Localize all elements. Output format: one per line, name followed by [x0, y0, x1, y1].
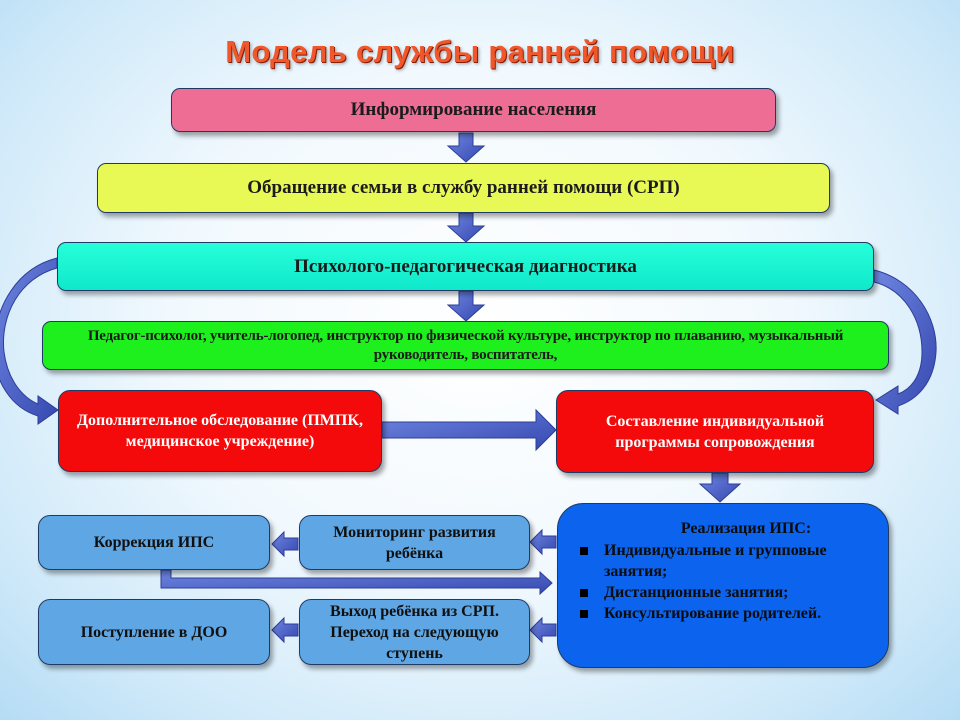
box-doo: Поступление в ДОО	[38, 599, 270, 665]
box-informing: Информирование населения	[171, 88, 776, 132]
arrow-right-red	[381, 408, 557, 452]
arrow-elbow-correction	[160, 569, 553, 596]
box-additional-exam-label: Дополнительное обследование (ПМПК, медиц…	[77, 412, 363, 450]
arrow-curved-left	[0, 257, 59, 425]
box-individual-program-label: Составление индивидуальной программы соп…	[605, 412, 825, 451]
box-specialists: Педагог-психолог, учитель-логопед, инстр…	[42, 321, 889, 370]
ips-list: Индивидуальные и групповые занятия; Дист…	[576, 540, 876, 624]
arrow-down-3	[446, 290, 486, 322]
arrow-down-1	[446, 132, 486, 163]
box-individual-program: Составление индивидуальной программы соп…	[556, 390, 874, 473]
box-correction: Коррекция ИПС	[38, 515, 270, 570]
ips-item: Консультирование родителей.	[576, 603, 876, 624]
box-doo-label: Поступление в ДОО	[80, 623, 228, 641]
box-exit: Выход ребёнка из СРП. Переход на следующ…	[299, 599, 530, 665]
arrow-down-2	[446, 212, 486, 243]
arrow-left-correction	[271, 530, 299, 558]
box-monitoring-label: Мониторинг развития ребёнка	[333, 523, 496, 562]
ips-title: Реализация ИПС:	[680, 520, 812, 537]
box-correction-label: Коррекция ИПС	[93, 534, 215, 551]
box-appeal: Обращение семьи в службу ранней помощи (…	[97, 163, 830, 213]
arrow-left-doo	[271, 616, 299, 644]
ips-item: Дистанционные занятия;	[576, 582, 876, 603]
arrow-down-4	[698, 472, 742, 503]
arrow-curved-right	[873, 269, 937, 415]
box-additional-exam: Дополнительное обследование (ПМПК, медиц…	[58, 390, 382, 472]
box-diagnostics-label: Психолого-педагогическая диагностика	[294, 255, 637, 277]
arrow-left-monitoring	[529, 528, 557, 556]
box-exit-label: Выход ребёнка из СРП. Переход на следующ…	[330, 602, 499, 662]
box-diagnostics: Психолого-педагогическая диагностика	[57, 242, 874, 291]
diagram-title: Модель службы ранней помощи	[225, 34, 735, 69]
box-appeal-label: Обращение семьи в службу ранней помощи (…	[247, 177, 680, 198]
box-informing-label: Информирование населения	[350, 99, 597, 120]
box-monitoring: Мониторинг развития ребёнка	[299, 515, 530, 570]
arrow-left-exit	[529, 616, 557, 644]
box-ips-realization: Реализация ИПС: Индивидуальные и группов…	[557, 503, 889, 668]
ips-item: Индивидуальные и групповые занятия;	[576, 540, 876, 582]
box-specialists-label: Педагог-психолог, учитель-логопед, инстр…	[87, 327, 844, 363]
